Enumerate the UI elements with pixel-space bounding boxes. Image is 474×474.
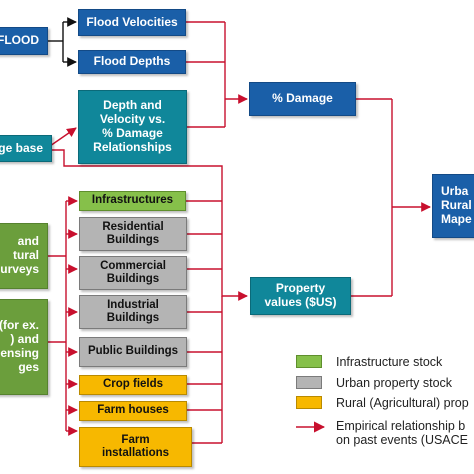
survey-source-connector xyxy=(48,196,78,436)
farm-houses-box: Farm houses xyxy=(79,401,187,421)
industrial-buildings-box: Industrial Buildings xyxy=(79,295,187,329)
legend-infrastructure-swatch xyxy=(296,355,322,368)
flood-split-connector xyxy=(48,17,77,67)
farm-installations-box: Farm installations xyxy=(79,427,192,467)
residential-buildings-box: Residential Buildings xyxy=(79,217,187,251)
legend-urban-label: Urban property stock xyxy=(336,376,453,390)
flood-depths-box: Flood Depths xyxy=(78,50,186,74)
commercial-buildings-box: Commercial Buildings xyxy=(79,256,187,290)
percent-damage-box: % Damage xyxy=(249,82,356,116)
depth-velocity-relationship-box: Depth and Velocity vs. % Damage Relation… xyxy=(78,90,187,164)
infrastructures-box: Infrastructures xyxy=(79,191,186,211)
damage-base-box: ge base xyxy=(0,135,52,162)
field-surveys-source-box: and tural surveys xyxy=(0,223,48,289)
to-damage-connector xyxy=(186,21,248,128)
damage-base-to-property-connector xyxy=(52,149,248,301)
legend-urban-swatch xyxy=(296,376,322,389)
output-map-box: Urba Rural Mape xyxy=(432,174,474,238)
flood-box: FLOOD xyxy=(0,27,48,55)
damage-base-to-relationship-arrow xyxy=(49,127,77,147)
legend-infrastructure-label: Infrastructure stock xyxy=(336,355,443,369)
stock-to-property-connector xyxy=(186,200,223,444)
crop-fields-box: Crop fields xyxy=(79,375,187,395)
flood-velocities-box: Flood Velocities xyxy=(78,9,186,36)
to-output-connector xyxy=(351,98,431,297)
legend-rural-label: Rural (Agricultural) prop xyxy=(336,396,469,410)
legend-relationship-label: Empirical relationship b on past events … xyxy=(336,419,469,448)
legend-rural-swatch xyxy=(296,396,322,409)
remote-sensing-source-box: (for ex. ) and sensing ges xyxy=(0,299,48,395)
property-values-box: Property values ($US) xyxy=(250,277,351,315)
public-buildings-box: Public Buildings xyxy=(79,337,187,367)
